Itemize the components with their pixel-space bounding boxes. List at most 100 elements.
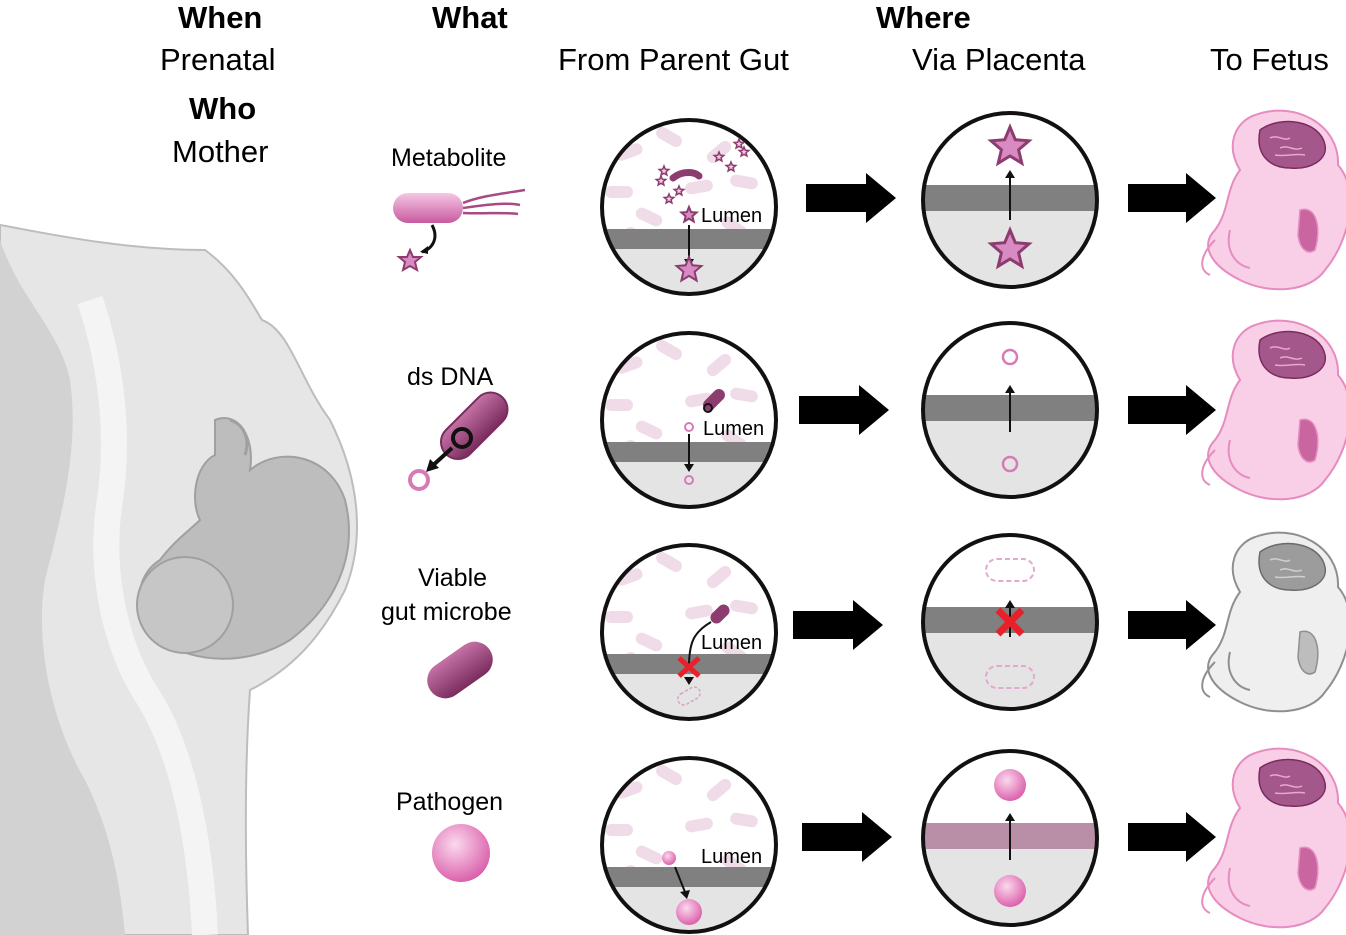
microbiota-rod xyxy=(615,781,643,799)
metabolite-star-icon xyxy=(654,174,668,187)
microbiota-rod xyxy=(615,568,643,586)
microbe-ghost-outline xyxy=(985,665,1035,689)
flow-arrow xyxy=(799,385,889,435)
fetus-brain-folds xyxy=(1269,774,1306,795)
maternal-side-region xyxy=(923,633,1097,709)
microbiota-rod xyxy=(615,143,643,161)
when-value: Prenatal xyxy=(160,42,276,77)
gut-circle-outline xyxy=(600,331,778,509)
pregnant-mother-illustration xyxy=(0,223,358,935)
who-value: Mother xyxy=(172,134,269,169)
microbiota-rod xyxy=(656,765,682,785)
viable-microbe xyxy=(710,604,730,624)
dna-plasmid-icon xyxy=(684,422,694,432)
microbiota-rod xyxy=(635,207,663,227)
fetus-limbs xyxy=(1201,229,1251,276)
metabolite-star-icon xyxy=(732,137,746,150)
microbiota-rod xyxy=(635,420,663,440)
dsdna-bacterium-icon xyxy=(408,391,509,491)
arrowhead xyxy=(684,677,694,685)
where-heading: Where xyxy=(876,0,971,35)
fetus-limbs xyxy=(1201,867,1251,914)
fetus-brain-folds xyxy=(1269,346,1306,367)
column-gut-heading: From Parent Gut xyxy=(558,42,789,77)
row-label-metabolite: Metabolite xyxy=(391,144,507,172)
column-placenta-heading: Via Placenta xyxy=(912,42,1086,77)
dsdna-bacterium xyxy=(703,389,725,411)
row-label-viable-line2: gut microbe xyxy=(381,598,512,626)
flow-arrow xyxy=(802,812,892,862)
fetus-limbs xyxy=(1201,651,1251,698)
metabolite-star-icon xyxy=(987,226,1033,270)
metabolite-star-icon xyxy=(672,184,686,197)
microbiota-rod xyxy=(685,604,713,620)
flow-arrow xyxy=(806,173,896,223)
fetus-organ xyxy=(1297,418,1319,463)
microbiota-rod xyxy=(605,611,633,623)
blocked-cross-icon xyxy=(995,607,1025,637)
pathogen xyxy=(662,851,676,865)
microbe-ghost-outline xyxy=(985,558,1035,582)
fetus-organ xyxy=(1297,208,1319,253)
metabolite-bacterium xyxy=(669,169,703,182)
column-fetus-heading: To Fetus xyxy=(1210,42,1329,77)
metabolite-star-icon xyxy=(678,204,700,224)
flow-arrow xyxy=(1128,173,1216,223)
who-heading: Who xyxy=(189,91,257,126)
flow-arrow xyxy=(1128,812,1216,862)
microbiota-rod xyxy=(730,812,758,828)
gut-circle-outline xyxy=(600,756,778,934)
gut-circle-outline xyxy=(600,118,778,296)
microbiota-rod xyxy=(685,179,713,195)
gut-circle-outline xyxy=(600,543,778,721)
dna-plasmid-icon xyxy=(408,469,430,491)
microbiota-rod xyxy=(635,845,663,865)
microbiota-rod xyxy=(615,356,643,374)
row-label-viable-line1: Viable xyxy=(418,564,488,592)
fetus-organ xyxy=(1297,630,1319,675)
fetus-brain-folds xyxy=(1269,558,1306,579)
fetus-limbs xyxy=(1201,439,1251,486)
viable-microbe-icon xyxy=(427,641,493,699)
flow-arrow xyxy=(793,600,883,650)
gut-epithelium-barrier xyxy=(602,867,776,887)
fetus-illustration xyxy=(1201,319,1346,501)
arrowhead xyxy=(1005,385,1015,393)
microbiota-rod xyxy=(635,632,663,652)
fetus-illustration xyxy=(1201,747,1346,929)
placenta-circle-outline xyxy=(921,111,1099,289)
metabolite-star-icon xyxy=(737,145,751,158)
lumen-label: Lumen xyxy=(701,846,763,868)
microbiota-rod xyxy=(656,127,682,147)
fetus-organ xyxy=(1297,846,1319,891)
metabolite-star-icon xyxy=(724,160,738,173)
dna-plasmid-icon xyxy=(1001,348,1019,366)
fetus-brain xyxy=(1258,542,1326,591)
metabolite-star-icon xyxy=(987,123,1033,167)
placenta-circle-outline xyxy=(921,749,1099,927)
arrowhead xyxy=(680,890,690,899)
pathogen xyxy=(994,875,1026,907)
microbiota-rod xyxy=(706,353,732,377)
what-heading: What xyxy=(432,0,508,35)
placenta-circle-outline xyxy=(921,321,1099,499)
fetus-illustration xyxy=(1201,531,1346,713)
fetus-brain xyxy=(1258,758,1326,807)
microbiota-rod xyxy=(605,824,633,836)
metabolite-star-icon xyxy=(662,192,676,205)
microbiota-rod xyxy=(730,174,758,190)
flow-arrow xyxy=(1128,385,1216,435)
lumen-label: Lumen xyxy=(703,418,765,440)
microbiota-rod xyxy=(730,599,758,615)
metabolite-star-icon xyxy=(674,254,704,283)
pathogen-icon xyxy=(432,824,490,882)
fetus-brain-folds xyxy=(1269,136,1306,157)
pathogen xyxy=(994,769,1026,801)
microbiota-rod xyxy=(605,399,633,411)
fetus-brain xyxy=(1258,330,1326,379)
microbiota-rod xyxy=(706,778,732,802)
fetus-illustration xyxy=(1201,109,1346,291)
microbiota-rod xyxy=(685,817,713,833)
row-label-pathogen: Pathogen xyxy=(396,788,504,816)
